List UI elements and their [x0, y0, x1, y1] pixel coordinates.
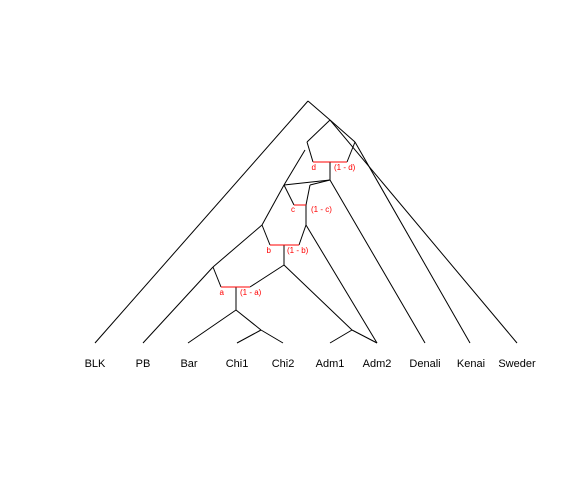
admixture-label-d-left: d: [312, 163, 316, 172]
edge-c-right-denali: [329, 179, 426, 344]
admixture-label-a-right: (1 - a): [240, 288, 262, 297]
leaf-label-chi1: Chi1: [226, 358, 249, 370]
edge-c-right-down: [305, 184, 311, 206]
leaf-label-kenai: Kenai: [457, 358, 485, 370]
leaf-label-bar: Bar: [180, 358, 197, 370]
leaf-label-adm1: Adm1: [316, 358, 345, 370]
admixture-label-b-right: (1 - b): [287, 246, 309, 255]
edge-d-node-c-right: [309, 179, 331, 186]
edge-c-left-up: [283, 149, 306, 186]
edge-root-blk: [94, 100, 309, 344]
edge-b-node-adm: [283, 264, 353, 331]
edge-adm-node-adm1: [329, 329, 353, 344]
edge-top-node-d-right: [329, 119, 356, 143]
edge-root-top-node: [307, 100, 331, 121]
edge-b-right-down: [298, 224, 307, 246]
edge-b-right-adm2: [305, 224, 378, 344]
admixture-label-c-right: (1 - c): [311, 205, 332, 214]
edge-a-node-bar: [187, 309, 237, 344]
leaf-label-chi2: Chi2: [272, 358, 295, 370]
edge-chi-node-chi2: [260, 329, 284, 344]
leaf-label-sweder: Sweder: [498, 358, 536, 370]
leaf-label-pb: PB: [136, 358, 151, 370]
edge-a-left-down: [212, 266, 222, 288]
edge-c-left-b-left: [261, 184, 285, 226]
edge-a-left-pb: [142, 266, 214, 344]
edge-b-left-a-left: [212, 224, 263, 268]
edge-b-node-a-right: [249, 264, 285, 288]
edge-d-left-down: [306, 141, 314, 163]
leaf-label-adm2: Adm2: [363, 358, 392, 370]
edge-top-node-sweder: [329, 119, 518, 344]
leaf-labels: BLK PB Bar Chi1 Chi2 Adm1 Adm2 Denali Ke…: [85, 358, 536, 370]
admixture-label-c-left: c: [291, 205, 295, 214]
admixture-label-a-left: a: [220, 288, 225, 297]
edge-d-right-down: [346, 141, 356, 163]
admixture-label-b-left: b: [267, 246, 272, 255]
leaf-label-blk: BLK: [85, 358, 106, 370]
admixture-label-d-right: (1 - d): [334, 163, 356, 172]
admixture-labels: d (1 - d) c (1 - c) b (1 - b) a (1 - a): [220, 163, 356, 297]
edge-adm-node-adm2: [351, 329, 378, 344]
edge-d-node-c-left: [283, 179, 331, 186]
edge-chi-node-chi1: [236, 329, 262, 344]
tree-edges: [94, 100, 518, 344]
edge-a-node-chi: [235, 309, 262, 331]
edge-b-left-down: [261, 224, 271, 246]
edge-top-node-d-left: [306, 119, 331, 143]
leaf-label-denali: Denali: [409, 358, 440, 370]
edge-c-left-down: [283, 184, 295, 206]
edge-d-right-kenai: [354, 141, 471, 344]
admixture-bars: [221, 161, 347, 288]
